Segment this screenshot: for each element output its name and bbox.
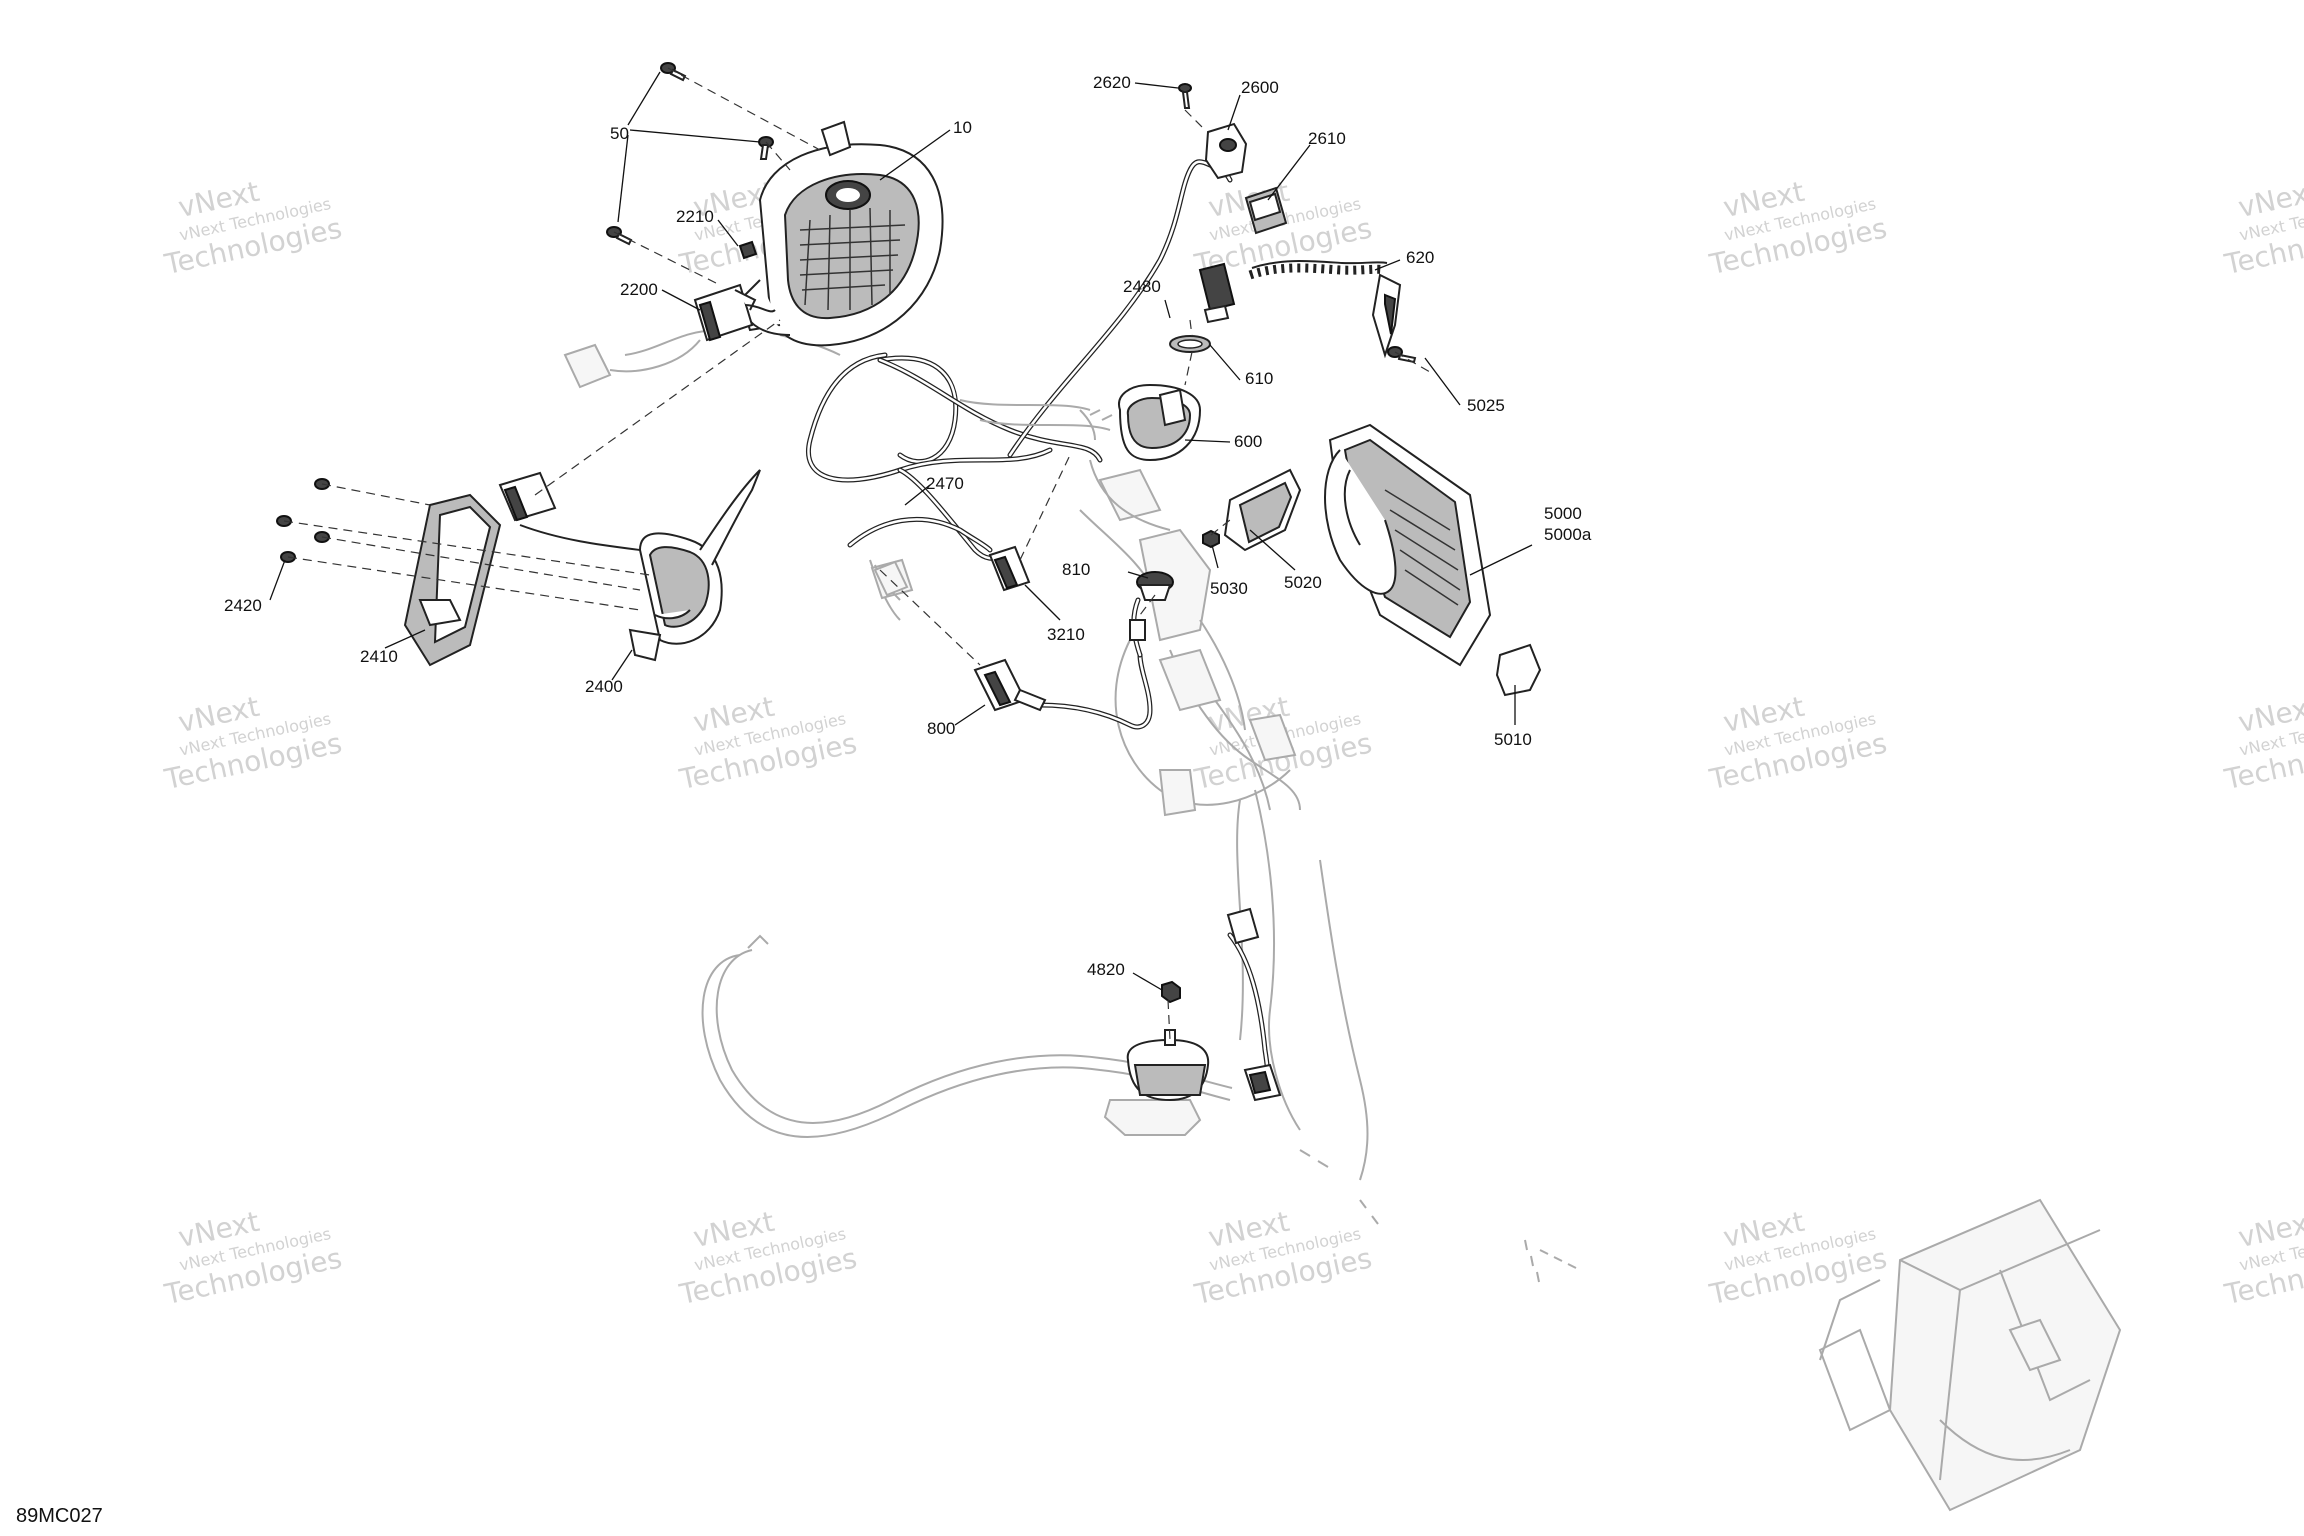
callout-10: 10 xyxy=(953,118,972,137)
screws-2420 xyxy=(276,478,330,563)
sensor-810 xyxy=(1129,571,1174,641)
assembly-lines xyxy=(283,67,1431,1041)
connector-4820-right xyxy=(1243,1063,1282,1102)
callout-2410: 2410 xyxy=(360,647,398,666)
callout-labels: 50 10 2210 2200 2620 2600 2610 620 2480 … xyxy=(224,73,1592,979)
connector-620 xyxy=(1198,262,1236,324)
callout-5000: 5000 xyxy=(1544,504,1582,523)
callout-810: 810 xyxy=(1062,560,1090,579)
ring-610 xyxy=(1169,335,1211,353)
callout-2610: 2610 xyxy=(1308,129,1346,148)
screws-50 xyxy=(606,62,774,246)
bracket-2610 xyxy=(1244,186,1288,235)
callout-2200: 2200 xyxy=(620,280,658,299)
ecu-5000 xyxy=(1324,423,1492,667)
cluster-display xyxy=(738,120,944,347)
connector-2200 xyxy=(693,283,776,342)
connector-4820-top xyxy=(1226,907,1260,945)
callout-600: 600 xyxy=(1234,432,1262,451)
callout-610: 610 xyxy=(1245,369,1273,388)
switch-2600 xyxy=(1204,122,1248,180)
callout-2420: 2420 xyxy=(224,596,262,615)
callout-2210: 2210 xyxy=(676,207,714,226)
callout-5000a: 5000a xyxy=(1544,525,1592,544)
callout-2600: 2600 xyxy=(1241,78,1279,97)
callout-3210: 3210 xyxy=(1047,625,1085,644)
relay-4820 xyxy=(1126,980,1210,1102)
callout-2480: 2480 xyxy=(1123,277,1161,296)
switch-600 xyxy=(1118,383,1202,462)
switch-housing-2410 xyxy=(403,493,502,667)
callout-2470: 2470 xyxy=(926,474,964,493)
callout-2620: 2620 xyxy=(1093,73,1131,92)
callout-5010: 5010 xyxy=(1494,730,1532,749)
diagram-code: 89MC027 xyxy=(16,1505,103,1527)
coil-cord-620 xyxy=(1248,260,1402,359)
ghost-connector-2200 xyxy=(563,339,701,389)
switch-2400 xyxy=(628,469,761,662)
battery-box-ghost xyxy=(1818,1198,2122,1512)
connector-800 xyxy=(973,658,1047,712)
leader-lines xyxy=(269,71,1533,991)
connector-3210 xyxy=(988,545,1031,592)
callout-800: 800 xyxy=(927,719,955,738)
callout-5020: 5020 xyxy=(1284,573,1322,592)
callout-50: 50 xyxy=(610,124,629,143)
clip-2210 xyxy=(738,240,758,260)
nut-5030 xyxy=(1202,529,1220,549)
bracket-5020 xyxy=(1223,468,1302,552)
callout-5025: 5025 xyxy=(1467,396,1505,415)
screw-5025 xyxy=(1387,346,1417,364)
callout-4820: 4820 xyxy=(1087,960,1125,979)
callout-620: 620 xyxy=(1406,248,1434,267)
callout-2400: 2400 xyxy=(585,677,623,696)
callout-5030: 5030 xyxy=(1210,579,1248,598)
ghost-chassis xyxy=(701,459,1577,1283)
bracket-5010 xyxy=(1495,643,1542,697)
connector-2410-top xyxy=(498,471,641,551)
screw-2620 xyxy=(1178,83,1192,109)
